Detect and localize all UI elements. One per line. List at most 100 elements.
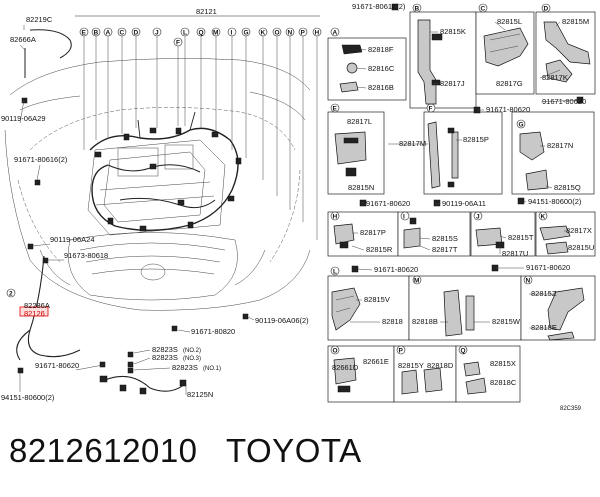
label-82815V: 82815V (364, 295, 390, 304)
svg-text:C: C (481, 6, 486, 13)
svg-text:J: J (476, 214, 480, 221)
svg-text:K: K (261, 30, 266, 37)
label-82815Y: 82815Y (398, 361, 424, 370)
label-82815X: 82815X (490, 359, 516, 368)
label-82816C: 82816C (368, 64, 395, 73)
label-82286A: 82286A (24, 301, 50, 310)
label-82823S-no3: 82823S (152, 353, 178, 362)
label-82815U: 82815U (568, 243, 594, 252)
left-labels: 82121 82219C 82666A 90119-06A29 91671-80… (1, 7, 309, 402)
label-82823S-no2: 82823S (152, 345, 178, 354)
svg-text:I: I (403, 214, 405, 221)
highlight-82126 (19, 306, 49, 317)
label-91671-80620-row3b: 91671-80620 (526, 263, 570, 272)
svg-text:P: P (301, 30, 306, 37)
svg-text:L: L (333, 269, 337, 276)
label-82817K: 82817K (542, 73, 568, 82)
svg-text:J: J (155, 30, 159, 37)
svg-text:Q: Q (199, 30, 204, 37)
label-82815K: 82815K (440, 27, 466, 36)
label-no2: (NO.2) (183, 348, 201, 354)
label-94151-80600-left: 94151-80600(2) (1, 393, 55, 402)
label-82126: 82126 (24, 309, 45, 318)
label-82817X: 82817X (566, 226, 592, 235)
circled-2 (6, 288, 16, 298)
label-82121: 82121 (196, 7, 217, 16)
svg-text:M: M (414, 278, 419, 285)
svg-text:N: N (288, 30, 293, 37)
caption: 8212612010 TOYOTA (9, 432, 362, 470)
label-90119-06A29: 90119-06A29 (1, 114, 45, 123)
svg-text:M: M (213, 30, 218, 37)
svg-text:F: F (176, 40, 180, 47)
label-82815T: 82815T (508, 233, 534, 242)
part-number: 8212612010 (9, 432, 198, 469)
label-82818B: 82818B (412, 317, 438, 326)
label-91671-80620-left: 91671-80620 (35, 361, 79, 370)
label-82817G: 82817G (496, 79, 523, 88)
figure-code: 82C359 (560, 406, 582, 412)
label-82815Z: 82815Z (531, 289, 557, 298)
label-91671-80620-row2: 91671-80620 (366, 199, 410, 208)
label-82815L: 82815L (497, 17, 522, 26)
svg-text:Q: Q (461, 348, 466, 355)
svg-text:D: D (544, 6, 549, 13)
label-90119-06A24: 90119-06A24 (50, 235, 94, 244)
label-82219C: 82219C (26, 15, 53, 24)
label-91671-80616-top: 91671-80616(2) (352, 2, 406, 11)
brand: TOYOTA (225, 432, 362, 469)
label-82815M: 82815M (562, 17, 589, 26)
label-no1: (NO.1) (203, 366, 221, 372)
svg-text:B: B (94, 30, 99, 37)
label-82817J: 82817J (440, 79, 465, 88)
svg-text:O: O (333, 348, 338, 355)
connector-circles: E B A C D J F L Q M I G K O N P H (79, 27, 322, 240)
svg-text:F: F (429, 106, 433, 113)
label-82815N: 82815N (348, 183, 374, 192)
label-82818C: 82818C (490, 378, 517, 387)
svg-text:P: P (399, 348, 404, 355)
label-91671-80620-d: 91671-80620 (542, 97, 586, 106)
label-82661D: 82661D (332, 363, 359, 372)
label-82817U: 82817U (502, 249, 528, 258)
label-90119-06A06: 90119-06A06(2) (255, 316, 309, 325)
label-82816B: 82816B (368, 83, 394, 92)
label-91671-80616-left: 91671-80616(2) (14, 155, 68, 164)
parts-diagram: 82121 82219C 82666A 90119-06A29 91671-80… (1, 2, 596, 412)
label-82815P: 82815P (463, 135, 489, 144)
svg-text:A: A (333, 30, 338, 37)
svg-text:H: H (333, 214, 338, 221)
label-94151-80600-right: 94151-80600(2) (528, 197, 582, 206)
svg-text:C: C (120, 30, 125, 37)
svg-text:N: N (526, 278, 531, 285)
svg-text:L: L (183, 30, 187, 37)
right-labels: 91671-80616(2) 82818F 82816C 82816B 8281… (332, 2, 594, 412)
label-91671-80820: 91671-80820 (191, 327, 235, 336)
label-82815R: 82815R (366, 245, 393, 254)
label-82818E: 82818E (531, 323, 557, 332)
engine-bay-illustration (4, 29, 311, 395)
label-82818F: 82818F (368, 45, 394, 54)
svg-text:H: H (315, 30, 320, 37)
svg-text:2: 2 (9, 291, 13, 298)
svg-text:E: E (82, 30, 87, 37)
svg-text:D: D (134, 30, 139, 37)
svg-text:O: O (275, 30, 280, 37)
label-82125N: 82125N (187, 390, 213, 399)
label-82823S-no1: 82823S (172, 363, 198, 372)
svg-text:A: A (106, 30, 111, 37)
svg-text:B: B (415, 6, 420, 13)
label-82817P: 82817P (360, 228, 386, 237)
label-82817T: 82817T (432, 245, 458, 254)
svg-text:G: G (244, 30, 249, 37)
label-82817N: 82817N (547, 141, 573, 150)
label-90119-06A11: 90119-06A11 (442, 199, 486, 208)
label-no3: (NO.3) (183, 356, 201, 362)
svg-text:E: E (333, 106, 338, 113)
label-82815S: 82815S (432, 234, 458, 243)
label-82818D: 82818D (427, 361, 454, 370)
svg-text:G: G (519, 122, 524, 129)
label-82817L: 82817L (347, 117, 372, 126)
label-82815Q: 82815Q (554, 183, 581, 192)
label-82817M: 82817M (399, 139, 426, 148)
